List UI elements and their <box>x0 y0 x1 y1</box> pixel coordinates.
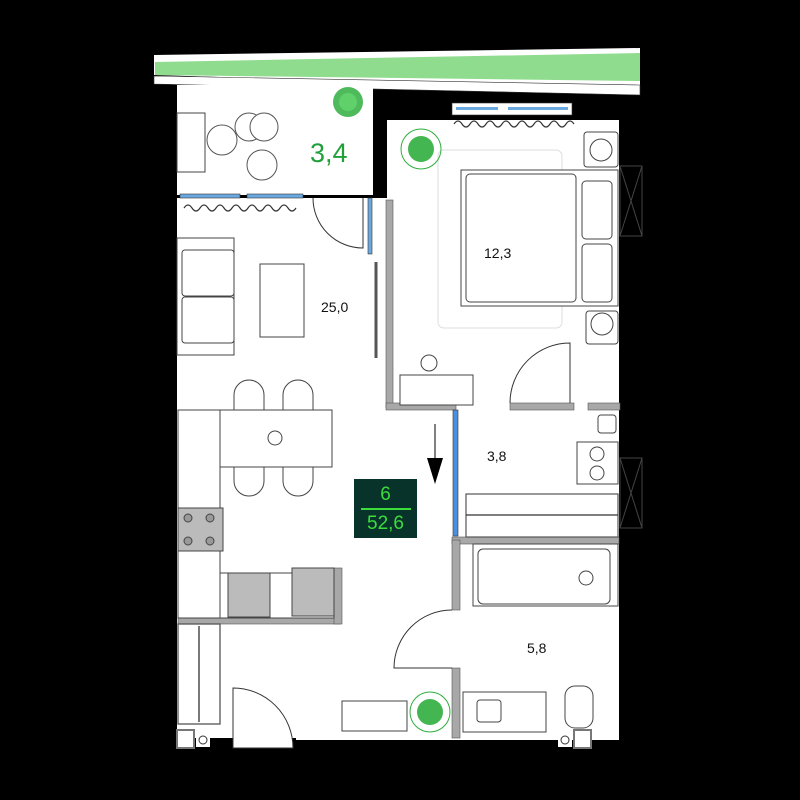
bathroom-door <box>393 609 453 669</box>
meter-icon <box>176 729 592 749</box>
vent-shafts <box>619 165 643 529</box>
curtain-bedroom <box>453 120 575 128</box>
hall-shoe-cabinet <box>341 700 408 732</box>
washer <box>576 441 619 485</box>
curtain-living <box>183 204 297 212</box>
room-area-wardrobe: 3,8 <box>487 448 507 464</box>
room-area-bathroom: 5,8 <box>527 640 547 656</box>
apartment-number: 6 <box>380 483 391 505</box>
apartment-total-area: 52,6 <box>367 512 404 534</box>
plant-icon <box>333 87 363 117</box>
entry-arrow-icon <box>427 458 443 484</box>
sofa <box>176 237 235 356</box>
walls <box>177 199 621 739</box>
nightstands <box>583 131 619 345</box>
kitchen-counter <box>177 409 335 619</box>
plant-icon <box>409 691 451 733</box>
balcony-furniture <box>206 112 279 181</box>
hall-wardrobe <box>177 623 221 725</box>
bedroom-door <box>509 342 571 404</box>
bed <box>437 149 619 329</box>
plant-icon <box>400 128 442 170</box>
windows <box>179 102 573 537</box>
dresser <box>399 374 474 406</box>
entrance-balcony-door <box>312 197 364 249</box>
bathroom-fixtures <box>462 685 594 733</box>
dining-set <box>218 379 333 497</box>
room-area-living-kitchen: 25,0 <box>321 299 349 315</box>
room-area-balcony: 3,4 <box>310 138 348 168</box>
greenery-strip <box>153 48 641 96</box>
coffee-table <box>259 263 305 338</box>
badge-divider <box>360 507 411 510</box>
bathtub <box>472 543 619 607</box>
wardrobe-rail <box>465 493 619 538</box>
apartment-total-badge: 6 52,6 <box>354 479 417 538</box>
room-area-bedroom: 12,3 <box>484 245 512 261</box>
entrance-door <box>232 687 294 749</box>
